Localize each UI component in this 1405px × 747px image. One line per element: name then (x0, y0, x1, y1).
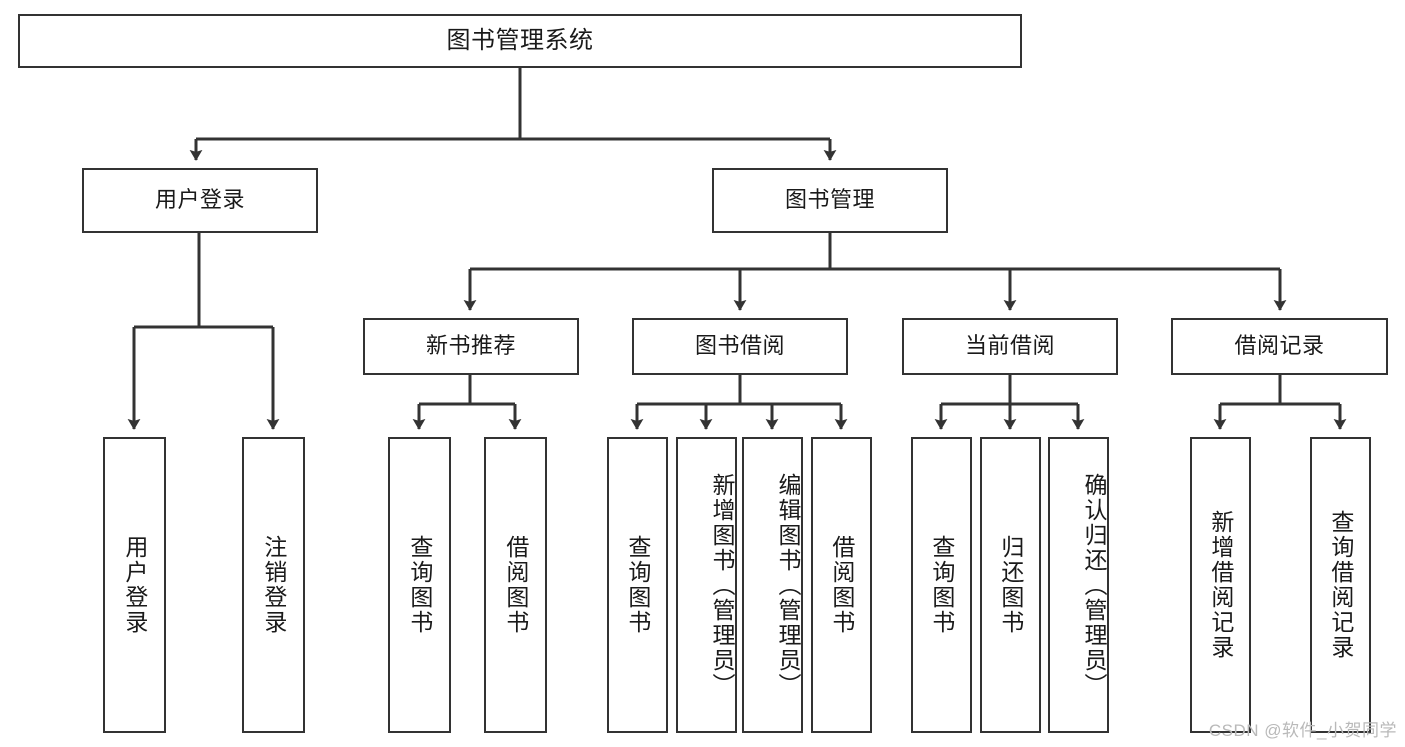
node-root-label: 图书管理系统 (446, 26, 594, 54)
node-leaf-user-login-label: 用户登录 (121, 535, 148, 635)
node-user-login-label: 用户登录 (154, 187, 245, 213)
node-leaf-query-book-1[interactable]: 查询图书 (388, 437, 451, 733)
node-leaf-query-record[interactable]: 查询借阅记录 (1310, 437, 1371, 733)
node-leaf-edit-book[interactable]: 编辑图书（管理员） (742, 437, 803, 733)
node-leaf-add-record-label: 新增借阅记录 (1207, 510, 1234, 660)
node-leaf-user-login[interactable]: 用户登录 (103, 437, 166, 733)
node-leaf-query-book-2-label: 查询图书 (624, 535, 651, 635)
node-leaf-add-book-label: 新增图书（管理员） (709, 472, 735, 698)
node-current-borrow-label: 当前借阅 (964, 333, 1055, 359)
node-leaf-user-logout[interactable]: 注销登录 (242, 437, 305, 733)
node-leaf-confirm-return-label: 确认归还（管理员） (1081, 472, 1107, 698)
node-leaf-return-book-label: 归还图书 (997, 535, 1024, 635)
node-leaf-query-book-3[interactable]: 查询图书 (911, 437, 972, 733)
node-borrow-record[interactable]: 借阅记录 (1171, 318, 1388, 375)
node-leaf-query-book-3-label: 查询图书 (928, 535, 955, 635)
node-leaf-add-book[interactable]: 新增图书（管理员） (676, 437, 737, 733)
node-current-borrow[interactable]: 当前借阅 (902, 318, 1118, 375)
node-leaf-return-book[interactable]: 归还图书 (980, 437, 1041, 733)
node-book-manage-label: 图书管理 (784, 187, 875, 213)
node-new-book-recommend[interactable]: 新书推荐 (363, 318, 579, 375)
node-leaf-add-record[interactable]: 新增借阅记录 (1190, 437, 1251, 733)
node-leaf-borrow-book-1[interactable]: 借阅图书 (484, 437, 547, 733)
node-leaf-user-logout-label: 注销登录 (260, 535, 287, 635)
node-borrow-record-label: 借阅记录 (1234, 333, 1325, 359)
node-root[interactable]: 图书管理系统 (18, 14, 1022, 68)
node-leaf-borrow-book-2[interactable]: 借阅图书 (811, 437, 872, 733)
node-leaf-edit-book-label: 编辑图书（管理员） (775, 472, 801, 698)
node-book-borrow-label: 图书借阅 (694, 333, 785, 359)
node-leaf-query-book-1-label: 查询图书 (406, 535, 433, 635)
node-leaf-query-book-2[interactable]: 查询图书 (607, 437, 668, 733)
node-book-borrow[interactable]: 图书借阅 (632, 318, 848, 375)
node-leaf-borrow-book-1-label: 借阅图书 (502, 535, 529, 635)
node-leaf-borrow-book-2-label: 借阅图书 (828, 535, 855, 635)
node-new-book-recommend-label: 新书推荐 (425, 333, 516, 359)
node-book-manage[interactable]: 图书管理 (712, 168, 948, 233)
node-leaf-query-record-label: 查询借阅记录 (1327, 510, 1354, 660)
watermark-text: CSDN @软件_小贺同学 (1208, 721, 1397, 740)
node-leaf-confirm-return[interactable]: 确认归还（管理员） (1048, 437, 1109, 733)
node-user-login[interactable]: 用户登录 (82, 168, 318, 233)
